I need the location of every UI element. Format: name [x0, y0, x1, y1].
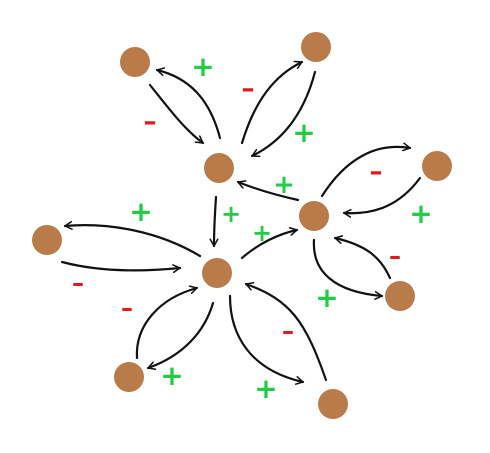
sign-top-right-pair-plus: +	[292, 116, 315, 149]
signs-group: + – – + + + + + – + – + – – – + – +	[72, 50, 433, 405]
sign-bottom-pair-plus: +	[254, 372, 277, 405]
arrow-hub-center-to-bottom-left	[146, 301, 215, 371]
node-bottom-left	[114, 362, 144, 392]
node-bottom-right-small	[385, 281, 415, 311]
node-right	[422, 151, 452, 181]
sign-hub-center-to-hub-right: +	[252, 219, 272, 247]
arrow-hub-center-to-left	[63, 220, 202, 258]
arrow-hub-center-to-hub-right	[240, 226, 299, 260]
sign-bottom-left-pair-plus: +	[160, 359, 183, 392]
node-left	[32, 225, 62, 255]
sign-bottom-pair-minus: –	[282, 317, 294, 345]
sign-top-left-pair: +	[191, 50, 214, 83]
sign-hub-right-to-bottom-right-plus: +	[315, 281, 338, 314]
sign-left-pair-minus: –	[72, 269, 84, 297]
arrow-hub-upper-to-top-right	[240, 60, 304, 145]
node-hub-center	[202, 258, 232, 288]
sign-right-pair-plus: +	[409, 197, 432, 230]
node-hub-upper	[204, 153, 234, 183]
node-hub-right	[299, 201, 329, 231]
arrow-bottom-left-to-hub-center	[135, 285, 199, 360]
arrow-hub-right-to-hub-upper	[236, 180, 300, 202]
arrow-hub-center-to-bottom	[228, 294, 305, 385]
arrow-bottom-to-hub-center	[244, 282, 328, 382]
sign-right-pair-minus: –	[370, 157, 383, 187]
arrow-hub-upper-to-hub-center	[209, 195, 219, 248]
arrow-right-to-hub-right	[342, 176, 422, 218]
arrow-bottom-right-small-to-hub-right	[333, 235, 392, 280]
arrow-hub-right-to-bottom-right-small	[312, 238, 384, 300]
arrow-left-to-hub-center	[60, 260, 182, 274]
arrows-group	[60, 60, 422, 385]
sign-hub-right-to-hub-upper: +	[273, 170, 295, 200]
arrow-hub-upper-to-top-left	[155, 67, 222, 140]
sign-bottom-left-pair-minus: –	[121, 294, 133, 322]
sign-top-right-pair-minus: –	[242, 74, 255, 104]
sign-top-left-pair-minus: –	[144, 107, 157, 137]
sign-hub-upper-to-hub-center: +	[221, 200, 241, 228]
node-top-right	[301, 32, 331, 62]
arrow-hub-right-to-right	[320, 142, 412, 198]
nodes-group	[32, 32, 452, 419]
arrow-top-left-to-hub-upper	[148, 83, 205, 145]
sign-bottom-right-minus: –	[389, 242, 401, 270]
node-bottom	[318, 389, 348, 419]
node-top-left	[120, 47, 150, 77]
arrow-top-right-to-hub-upper	[250, 70, 317, 158]
sign-left-pair-plus: +	[129, 195, 152, 228]
